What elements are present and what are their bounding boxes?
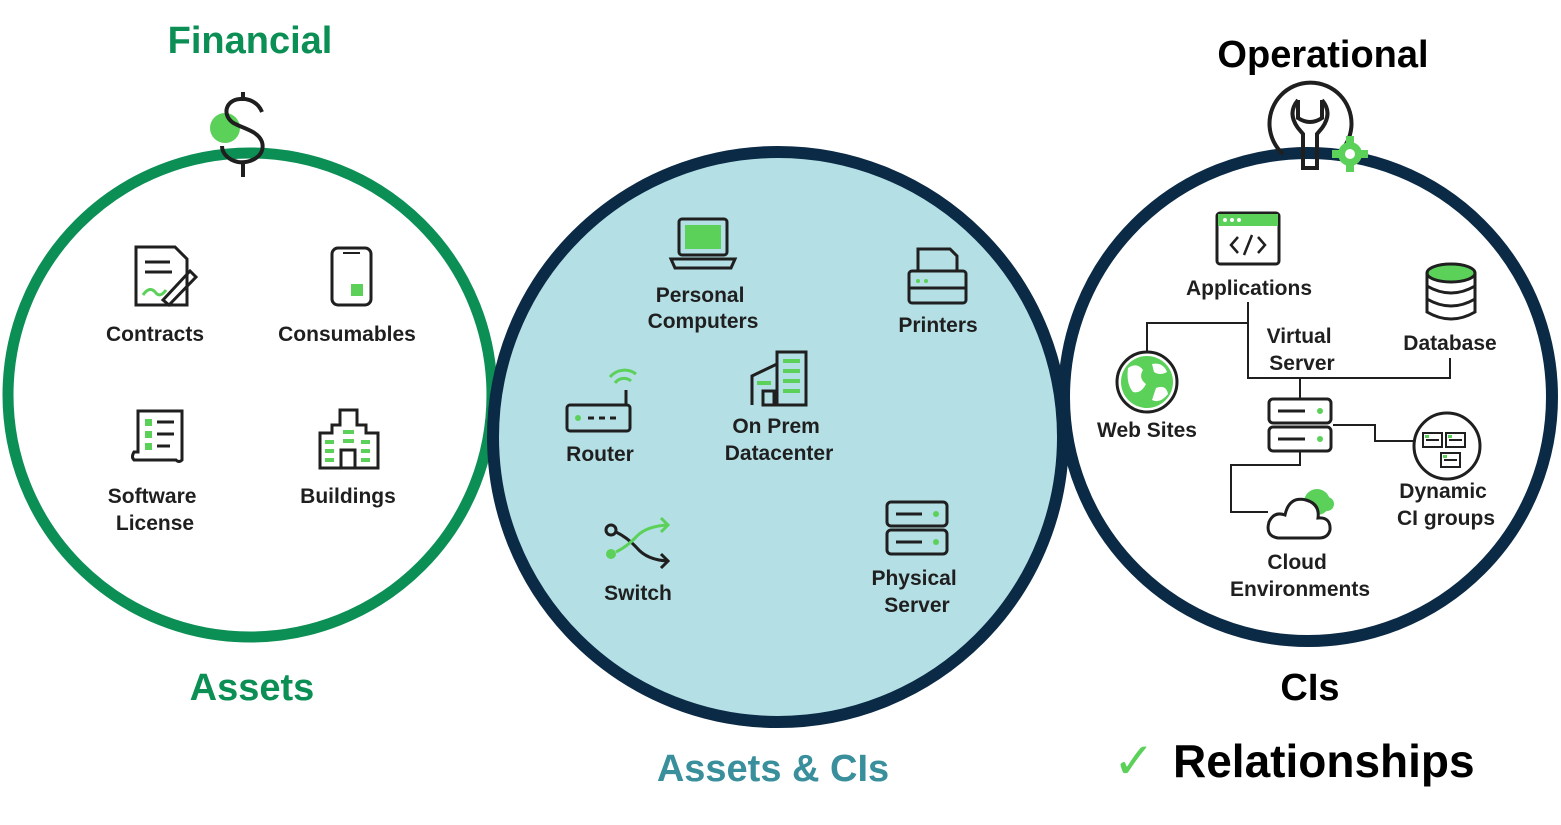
assets-cis-footer: Assets & CIs xyxy=(657,748,889,790)
virtual-server-label: Virtual Server xyxy=(1267,325,1338,375)
database-label: Database xyxy=(1403,332,1496,355)
cloud-environments-label: Cloud Environments xyxy=(1230,551,1370,601)
financial-footer: Assets xyxy=(190,667,315,709)
buildings-label: Buildings xyxy=(300,485,396,508)
dollar-icon xyxy=(210,92,265,177)
dynamic-ci-groups-label: Dynamic CI groups xyxy=(1397,480,1495,530)
financial-circle xyxy=(2,147,498,643)
license-icon xyxy=(131,409,184,463)
operational-title: Operational xyxy=(1217,34,1428,76)
relationships-label: Relationships xyxy=(1173,735,1475,787)
applications-label: Applications xyxy=(1186,277,1312,300)
financial-title: Financial xyxy=(168,20,333,62)
groups-icon xyxy=(1412,411,1482,481)
contracts-label: Contracts xyxy=(106,323,204,346)
printers-label: Printers xyxy=(898,314,977,337)
relationships-check: ✓ xyxy=(1113,733,1155,789)
software-license-label: Software License xyxy=(108,485,203,535)
cloud-icon xyxy=(1266,489,1334,540)
printer-icon xyxy=(907,247,968,305)
relationship-connectors xyxy=(1146,302,1451,513)
switch-label: Switch xyxy=(604,582,672,605)
database-icon xyxy=(1425,262,1477,321)
web-sites-label: Web Sites xyxy=(1097,419,1197,442)
server-icon xyxy=(885,500,949,556)
on-prem-datacenter-label: On Prem Datacenter xyxy=(725,415,834,465)
globe-icon xyxy=(1115,350,1179,414)
personal-computers-label: Personal Computers xyxy=(648,284,759,333)
app-window-icon xyxy=(1215,211,1281,266)
virtual-server-icon xyxy=(1267,397,1333,453)
mobile-icon xyxy=(330,246,373,307)
contract-icon xyxy=(134,245,199,308)
laptop-icon xyxy=(668,217,738,270)
router-label: Router xyxy=(566,443,634,466)
operational-footer: CIs xyxy=(1280,667,1339,709)
router-icon xyxy=(565,368,637,433)
building-icon xyxy=(318,408,380,470)
datacenter-icon xyxy=(750,350,808,407)
wrench-gear-icon xyxy=(1267,80,1368,172)
switch-icon xyxy=(604,516,671,570)
consumables-label: Consumables xyxy=(278,323,416,346)
physical-server-label: Physical Server xyxy=(871,567,962,617)
